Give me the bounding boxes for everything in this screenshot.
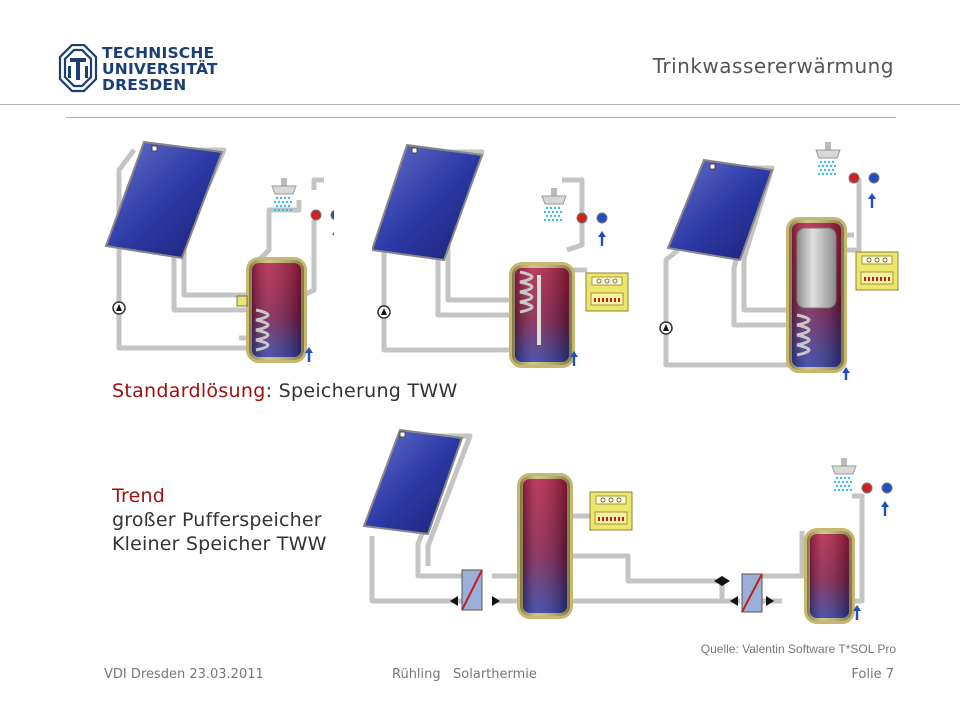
footer-author: Rühling Solarthermie bbox=[392, 667, 537, 682]
cold-water-inlet-icon bbox=[881, 501, 889, 516]
footer-event: VDI Dresden 23.03.2011 bbox=[104, 667, 264, 682]
scheme-standard-3 bbox=[659, 141, 899, 380]
header-rule-top bbox=[0, 104, 960, 105]
source-note: Quelle: Valentin Software T*SOL Pro bbox=[700, 642, 896, 656]
solar-collector bbox=[372, 143, 484, 262]
controller-icon bbox=[855, 251, 899, 291]
logo-line-1: TECHNISCHE bbox=[102, 44, 215, 62]
caption-standard: Standardlösung: Speicherung TWW bbox=[112, 380, 458, 402]
cold-water-inlet-icon bbox=[332, 229, 334, 244]
caption-standard-red: Standardlösung bbox=[112, 380, 266, 402]
footer-slide-number: Folie 7 bbox=[851, 667, 894, 682]
pump-icon bbox=[112, 301, 126, 315]
tap-valves-icon bbox=[848, 172, 880, 184]
shower-icon bbox=[831, 457, 857, 492]
solar-collector bbox=[666, 158, 774, 262]
scheme-standard-1 bbox=[104, 140, 334, 363]
cold-water-inlet-icon bbox=[598, 231, 606, 246]
tap-valves-icon bbox=[310, 209, 334, 221]
trend-text: Trend großer Pufferspeicher Kleiner Spei… bbox=[112, 484, 327, 556]
pump-icon bbox=[659, 321, 673, 335]
cold-water-inlet-icon bbox=[868, 193, 876, 208]
controller-icon bbox=[589, 491, 633, 531]
logo-line-2: UNIVERSITÄT bbox=[102, 60, 218, 78]
tap-valves-icon bbox=[576, 212, 608, 224]
shower-icon bbox=[271, 177, 297, 212]
caption-standard-rest: : Speicherung TWW bbox=[265, 380, 458, 402]
shower-icon bbox=[815, 141, 841, 176]
header-rule-bottom bbox=[66, 117, 896, 118]
shower-icon bbox=[541, 187, 567, 222]
solar-collector bbox=[362, 428, 464, 536]
tap-valves-icon bbox=[861, 482, 893, 494]
controller-icon bbox=[585, 272, 629, 312]
trend-heading: Trend bbox=[112, 485, 165, 507]
scheme-standard-2 bbox=[372, 143, 629, 368]
solar-collector bbox=[104, 140, 224, 260]
trend-line-2: großer Pufferspeicher bbox=[112, 509, 322, 531]
tu-dresden-logo bbox=[58, 44, 98, 93]
scheme-trend-buffer bbox=[362, 428, 893, 624]
trend-line-3: Kleiner Speicher TWW bbox=[112, 533, 327, 555]
slide-title: Trinkwassererwärmung bbox=[652, 54, 894, 78]
logo-wordmark: TECHNISCHE UNIVERSITÄT DRESDEN bbox=[102, 45, 218, 93]
logo-line-3: DRESDEN bbox=[102, 76, 187, 94]
pump-icon bbox=[377, 305, 391, 319]
